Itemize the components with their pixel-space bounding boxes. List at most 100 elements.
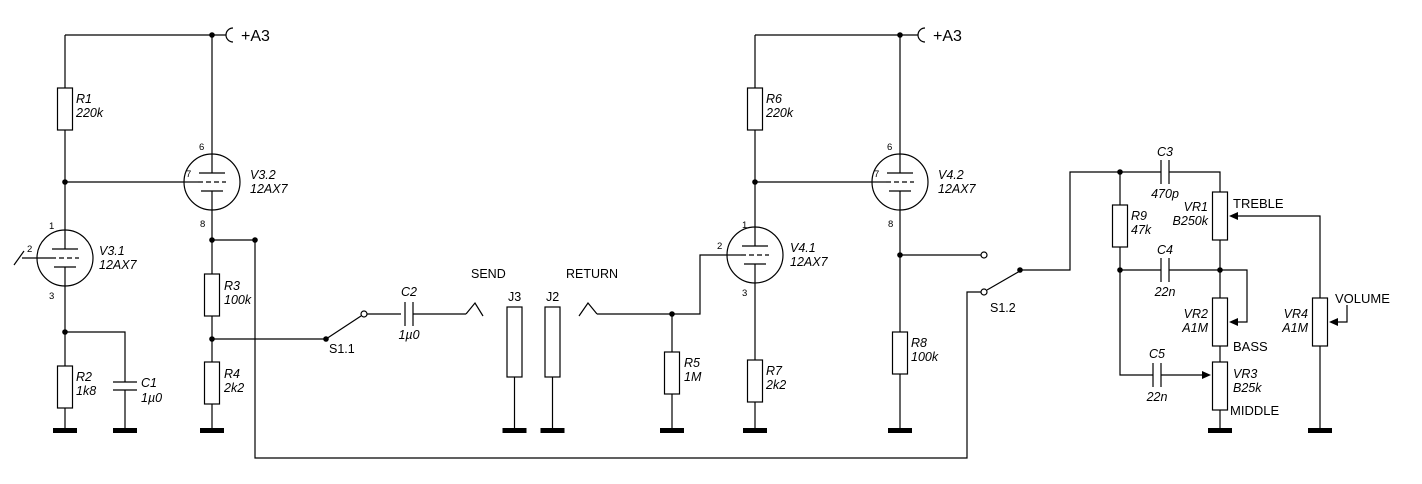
ground-icon <box>53 428 77 433</box>
switch-s12: S1.2 <box>900 171 1120 315</box>
vr1-ref-label: VR1 <box>1184 200 1208 214</box>
junction-dot <box>1217 267 1223 273</box>
wire <box>1338 305 1348 323</box>
v32-ref-label: V3.2 <box>250 168 276 182</box>
resistor-body <box>891 331 909 375</box>
resistor-r9: R9 47k <box>1111 172 1152 273</box>
r4-ref-label: R4 <box>224 367 240 381</box>
pot-vr4-volume: VR4 A1M VOLUME <box>1281 291 1390 428</box>
c3-ref-label: C3 <box>1157 145 1173 159</box>
wire <box>254 240 981 459</box>
capacitor-c1: C1 1µ0 <box>65 331 162 428</box>
vr2-value-label: A1M <box>1181 321 1208 335</box>
r6-ref-label: R6 <box>766 92 782 106</box>
v31-type-label: 12AX7 <box>99 258 138 272</box>
r9-ref-label: R9 <box>1131 209 1147 223</box>
v41-ref-label: V4.1 <box>790 241 816 255</box>
power-rail-left: +A3 <box>65 27 270 45</box>
pot-vr3-middle: VR3 B25k MIDDLE <box>1202 361 1279 428</box>
r3-ref-label: R3 <box>224 279 240 293</box>
pot-wiper-arrow-icon <box>1202 371 1211 379</box>
junction-dot <box>752 179 758 185</box>
jack-j3: SEND J3 <box>465 267 523 428</box>
vr4-ref-label: VR4 <box>1284 307 1308 321</box>
v42-pin-anode-label: 6 <box>887 142 892 153</box>
power-rail-right: +A3 <box>755 27 962 45</box>
resistor-r3: R3 100k <box>203 237 252 362</box>
c2-value-label: 1µ0 <box>398 328 419 342</box>
ground-icon <box>1308 428 1332 433</box>
switch-contact <box>980 251 988 259</box>
v32-type-label: 12AX7 <box>250 182 289 196</box>
wire <box>1020 171 1120 271</box>
resistor-body <box>746 87 764 131</box>
r8-value-label: 100k <box>911 350 939 364</box>
vr3-ref-label: VR3 <box>1233 367 1257 381</box>
v42-pin-cathode-label: 8 <box>888 219 893 230</box>
pot-body <box>1211 297 1229 347</box>
c2-ref-label: C2 <box>401 285 417 299</box>
bass-label: BASS <box>1233 339 1268 354</box>
power-terminal-icon <box>225 27 234 43</box>
c3-value-label: 470p <box>1151 187 1179 201</box>
pot-body <box>1211 191 1229 241</box>
v41-pin-cathode-label: 3 <box>742 288 747 299</box>
resistor-r2: R2 1k8 <box>56 329 96 428</box>
c5-value-label: 22n <box>1146 390 1168 404</box>
resistor-body <box>203 273 221 317</box>
switch-lever <box>986 270 1021 291</box>
resistor-body <box>663 351 681 395</box>
wire <box>65 331 126 382</box>
pot-wiper-arrow-icon <box>1329 318 1338 326</box>
capacitor-c5: C5 22n <box>1119 270 1202 404</box>
resistor-r7: R7 2k2 <box>746 359 786 428</box>
volume-label: VOLUME <box>1335 291 1390 306</box>
tip-contact-icon <box>465 301 484 317</box>
r5-ref-label: R5 <box>684 356 700 370</box>
tube-v41: 1 2 3 V4.1 12AX7 <box>717 182 829 360</box>
wire <box>1169 171 1221 192</box>
vr3-value-label: B25k <box>1233 381 1262 395</box>
power-label-left: +A3 <box>241 28 270 45</box>
r4-value-label: 2k2 <box>223 381 244 395</box>
pot-body <box>1211 361 1229 411</box>
resistor-body <box>203 361 221 405</box>
pot-wiper-arrow-icon <box>1229 318 1238 326</box>
resistor-body <box>56 87 74 131</box>
r1-ref-label: R1 <box>76 92 92 106</box>
r8-ref-label: R8 <box>911 336 927 350</box>
v42-pin-grid-label: 7 <box>874 169 879 180</box>
s11-label: S1.1 <box>329 342 355 356</box>
ground-icon <box>502 428 527 433</box>
ground-icon <box>200 428 224 433</box>
jack-j2: J2 RETURN <box>544 267 672 428</box>
v42-type-label: 12AX7 <box>938 182 977 196</box>
v32-pin-grid-label: 7 <box>186 169 191 180</box>
ground-symbols <box>53 428 1332 433</box>
v31-ref-label: V3.1 <box>99 244 125 258</box>
j3-send-label: SEND <box>471 267 506 281</box>
r6-value-label: 220k <box>765 106 794 120</box>
capacitor-c3: C3 470p <box>1117 145 1221 201</box>
resistor-r4: R4 2k2 <box>203 361 244 428</box>
ground-icon <box>888 428 912 433</box>
tube-v32: 6 7 8 V3.2 12AX7 <box>183 35 289 240</box>
resistor-r8: R8 100k <box>891 331 939 428</box>
c4-value-label: 22n <box>1154 285 1176 299</box>
power-label-right: +A3 <box>933 28 962 45</box>
c5-ref-label: C5 <box>1149 347 1165 361</box>
vr1-value-label: B250k <box>1173 214 1209 228</box>
v41-pin-grid-label: 2 <box>717 241 722 252</box>
r2-ref-label: R2 <box>76 370 92 384</box>
v42-ref-label: V4.2 <box>938 168 964 182</box>
pot-vr1-treble: VR1 B250k TREBLE <box>1173 191 1321 298</box>
treble-label: TREBLE <box>1233 196 1284 211</box>
v32-pin-cathode-label: 8 <box>200 219 205 230</box>
tube-v31: 1 2 3 V3.1 12AX7 <box>13 221 138 332</box>
pot-wiper-arrow-icon <box>1229 212 1238 220</box>
ground-icon <box>540 428 565 433</box>
switch-lever <box>325 315 362 340</box>
resistor-r5: R5 1M <box>663 254 727 428</box>
